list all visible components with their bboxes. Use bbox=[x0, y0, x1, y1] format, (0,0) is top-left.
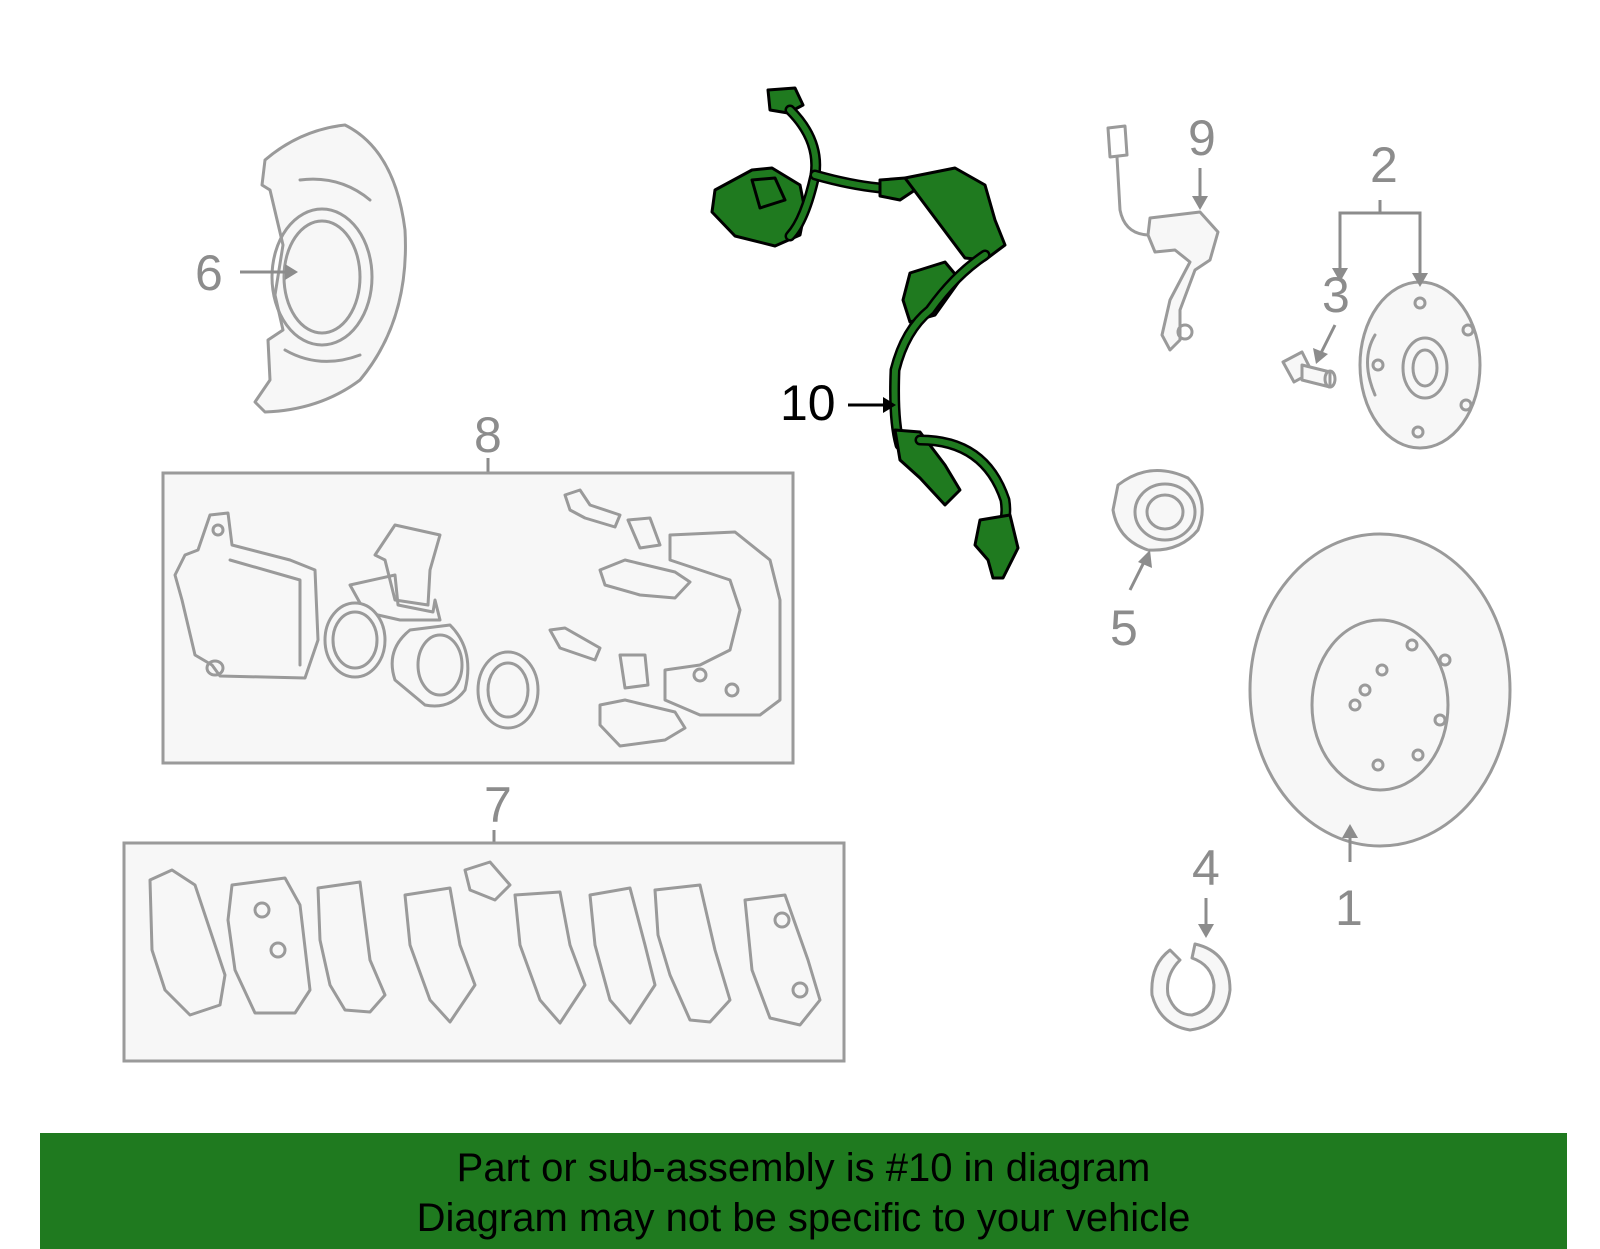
part-7-brake-pad-set[interactable] bbox=[122, 841, 846, 1063]
callout-8: 8 bbox=[474, 407, 502, 463]
leader-10 bbox=[848, 397, 896, 413]
part-3-hub-bolt[interactable] bbox=[1281, 350, 1337, 389]
leader-6 bbox=[240, 264, 298, 280]
callout-9: 9 bbox=[1188, 110, 1216, 166]
leader-5 bbox=[1128, 550, 1152, 591]
callout-4: 4 bbox=[1192, 840, 1220, 896]
callout-10: 10 bbox=[780, 375, 836, 431]
part-1-brake-rotor[interactable] bbox=[1248, 532, 1512, 848]
info-banner: Part or sub-assembly is #10 in diagram D… bbox=[40, 1133, 1567, 1249]
leader-9 bbox=[1192, 168, 1208, 210]
part-2-wheel-hub[interactable] bbox=[1358, 280, 1482, 450]
callout-3: 3 bbox=[1322, 267, 1350, 323]
part-9-wheel-speed-sensor[interactable] bbox=[1106, 124, 1220, 352]
leader-4 bbox=[1198, 898, 1214, 938]
part-5-wheel-bearing[interactable] bbox=[1111, 468, 1204, 552]
banner-line-2: Diagram may not be specific to your vehi… bbox=[416, 1196, 1191, 1240]
part-8-caliper-assembly[interactable] bbox=[161, 471, 795, 765]
part-6-dust-shield[interactable] bbox=[253, 123, 407, 414]
leader-2 bbox=[1332, 200, 1428, 287]
leader-1 bbox=[1342, 824, 1358, 862]
leader-3 bbox=[1313, 324, 1337, 364]
banner-line-1: Part or sub-assembly is #10 in diagram bbox=[456, 1146, 1151, 1190]
part-4-retaining-ring[interactable] bbox=[1150, 942, 1232, 1032]
callout-1: 1 bbox=[1335, 880, 1363, 936]
callout-7: 7 bbox=[484, 777, 512, 833]
callout-5: 5 bbox=[1110, 600, 1138, 656]
callout-6: 6 bbox=[195, 245, 223, 301]
part-10-abs-sensor-harness[interactable] bbox=[710, 86, 1020, 580]
callout-2: 2 bbox=[1370, 137, 1398, 193]
